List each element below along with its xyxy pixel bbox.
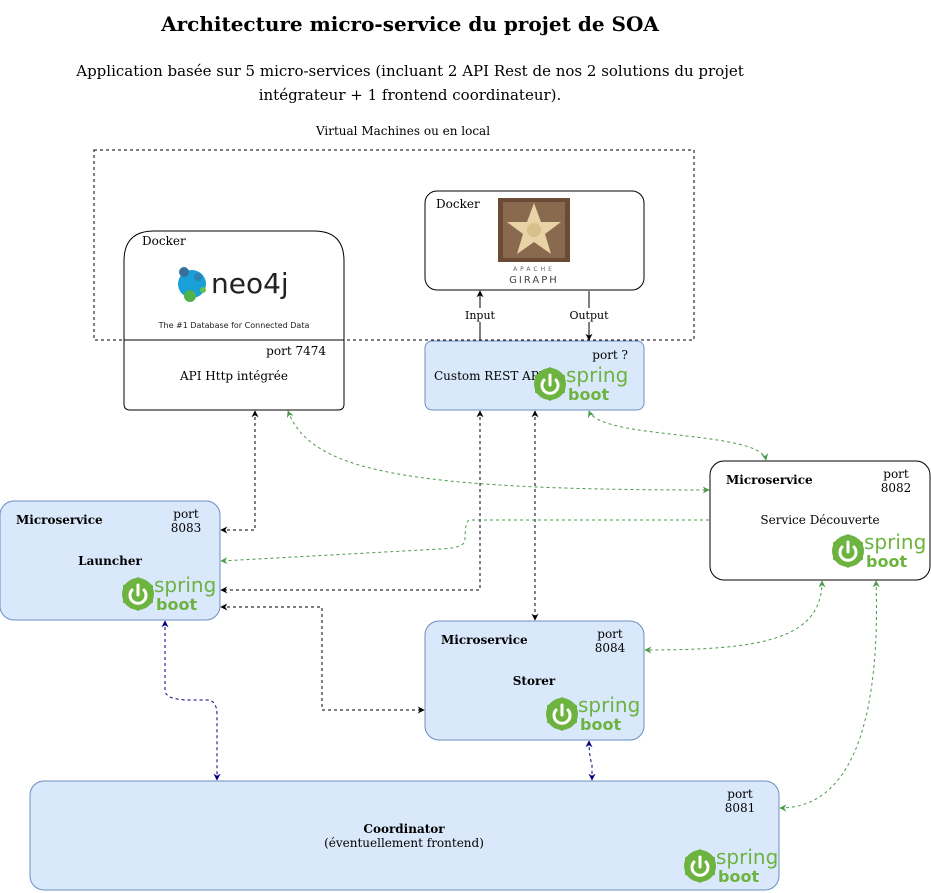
- svg-text:spring: spring: [566, 363, 628, 387]
- neo4j-docker-label: Docker: [142, 234, 186, 248]
- discovery-kind: Microservice: [726, 473, 813, 487]
- discovery-launcher-connector: [220, 519, 709, 565]
- discovery-port-num: 8082: [881, 481, 912, 495]
- coordinator-launcher-connector: [161, 620, 221, 781]
- launcher-port-num: 8083: [171, 521, 202, 535]
- storer-box: Microservice port 8084 Storer spring boo…: [424, 620, 645, 741]
- launcher-box: Microservice port 8083 Launcher spring b…: [0, 500, 221, 621]
- neo4j-logo-text: neo4j: [211, 267, 289, 300]
- input-label: Input: [465, 309, 496, 322]
- coordinator-storer-connector: [585, 740, 596, 781]
- neo4j-tagline: The #1 Database for Connected Data: [158, 321, 310, 330]
- discovery-coordinator-connector: [779, 580, 880, 812]
- launcher-kind: Microservice: [16, 513, 103, 527]
- vm-boundary: [93, 149, 695, 341]
- svg-text:spring: spring: [154, 573, 216, 597]
- svg-text:spring: spring: [716, 845, 778, 869]
- discovery-name: Service Découverte: [760, 513, 879, 527]
- svg-text:spring: spring: [578, 693, 640, 717]
- neo4j-docker-box: Docker neo4j The #1 Database for Connect…: [123, 230, 345, 341]
- custom-rest-api-box: port ? Custom REST API spring boot: [424, 340, 645, 411]
- storer-name: Storer: [513, 674, 556, 688]
- coordinator-name: Coordinator: [363, 822, 445, 836]
- svg-text:boot: boot: [718, 867, 759, 886]
- svg-text:boot: boot: [156, 595, 197, 614]
- neo4j-api-box: port 7474 API Http intégrée: [123, 339, 345, 411]
- storer-port-num: 8084: [595, 641, 626, 655]
- neo4j-logo-icon: [178, 267, 206, 302]
- svg-text:boot: boot: [568, 385, 609, 404]
- coordinator-port-label: port: [727, 787, 753, 801]
- custom-rest-label: Custom REST API: [434, 369, 544, 383]
- svg-text:boot: boot: [866, 552, 907, 571]
- discovery-neo4j-connector: [286, 410, 710, 494]
- launcher-storer-connector: [220, 603, 425, 714]
- spring-boot-logo-icon: spring boot: [120, 573, 216, 614]
- giraph-logo-icon: [498, 198, 570, 262]
- discovery-custom-rest-connector: [587, 410, 769, 461]
- output-label: Output: [569, 309, 609, 322]
- spring-boot-logo-icon: spring boot: [532, 363, 628, 404]
- discovery-port-label: port: [883, 467, 909, 481]
- subtitle-line-1: Application basée sur 5 micro-services (…: [75, 62, 744, 80]
- coordinator-port-num: 8081: [725, 801, 756, 815]
- subtitle-line-2: intégrateur + 1 frontend coordinateur).: [259, 86, 562, 104]
- launcher-custom-rest-connector: [220, 410, 484, 594]
- neo4j-port: port 7474: [266, 344, 326, 358]
- custom-rest-port: port ?: [592, 348, 628, 362]
- discovery-service-box: Microservice port 8082 Service Découvert…: [709, 460, 931, 581]
- giraph-logo-text: GIRAPH: [509, 275, 559, 286]
- discovery-storer-connector: [644, 580, 826, 654]
- svg-text:boot: boot: [580, 715, 621, 734]
- coordinator-note: (éventuellement frontend): [324, 836, 484, 850]
- neo4j-api-label: API Http intégrée: [179, 369, 288, 383]
- page-title: Architecture micro-service du projet de …: [160, 12, 659, 36]
- spring-boot-logo-icon: spring boot: [544, 693, 640, 734]
- coordinator-box: port 8081 Coordinator (éventuellement fr…: [29, 780, 780, 891]
- launcher-name: Launcher: [78, 554, 142, 568]
- storer-port-label: port: [597, 627, 623, 641]
- giraph-docker-label: Docker: [436, 197, 480, 211]
- svg-text:spring: spring: [864, 530, 926, 554]
- giraph-docker-box: Docker APACHE GIRAPH: [424, 190, 645, 291]
- spring-boot-logo-icon: spring boot: [830, 530, 926, 571]
- launcher-neo4j-connector: [220, 410, 259, 534]
- giraph-logo-top: APACHE: [513, 266, 555, 273]
- storer-kind: Microservice: [441, 633, 528, 647]
- launcher-port-label: port: [173, 507, 199, 521]
- vm-label: Virtual Machines ou en local: [315, 124, 490, 138]
- spring-boot-logo-icon: spring boot: [682, 845, 778, 886]
